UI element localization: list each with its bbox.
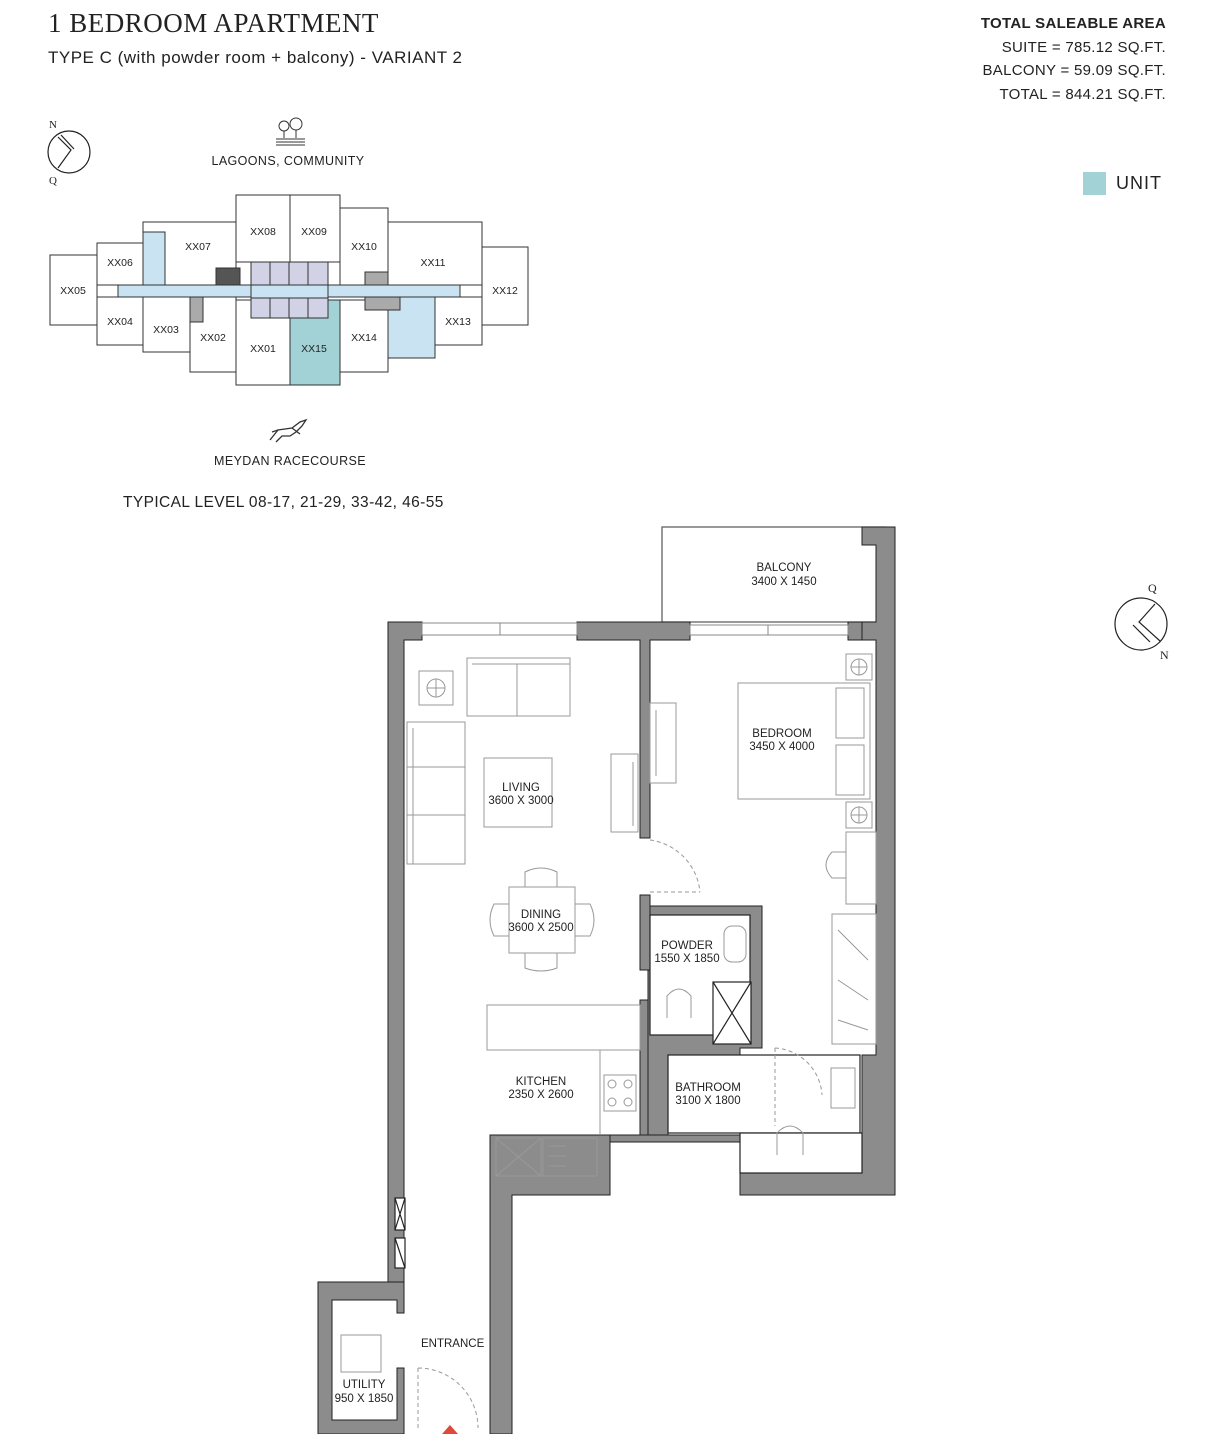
bath-basin-icon [830,1067,856,1109]
fridge-icon [495,1137,542,1177]
bathroom-room [667,1054,861,1134]
key-plan [49,194,529,386]
kitchen-island [486,1004,641,1051]
key-plan-compass-icon: N Q [47,119,91,187]
compass-q-label: Q [49,175,57,187]
desk [845,831,877,905]
sink-icon [542,1137,598,1177]
unit-label: XX12 [492,285,518,297]
wardrobe-side [649,702,677,784]
balcony-area: BALCONY = 59.09 SQ.FT. [982,62,1166,79]
entrance-arrow-icon [442,1425,458,1434]
lagoons-view-label: LAGOONS, COMMUNITY [211,154,364,168]
unit-label: XX11 [421,257,446,269]
plant-icon [418,670,454,706]
unit-label: XX13 [445,316,471,328]
powder-size: 1550 X 1850 [654,953,719,965]
living-size: 3600 X 3000 [488,795,553,807]
unit-xx11 [387,221,483,286]
unit-legend: UNIT [1083,172,1162,195]
unit-xx05 [49,254,98,326]
unit-xx12 [481,246,529,326]
nightstand-lamp-icon [845,653,873,681]
dining-chairs [489,867,595,972]
trees-lagoon-icon [276,117,305,146]
wardrobe [831,913,877,1045]
total-area: TOTAL = 844.21 SQ.FT. [999,85,1166,103]
unit-label: XX10 [351,241,377,253]
bedroom-door-swing [649,839,701,893]
unit-legend-label: UNIT [1116,173,1162,193]
bed [737,682,871,800]
kitchen-label: KITCHEN [516,1076,566,1088]
unit-label: XX04 [107,316,133,328]
bedroom-label: BEDROOM [752,728,811,740]
unit-label: XX02 [200,332,226,344]
key-plan-unit-labels: XX01 XX02 XX03 XX04 XX05 XX06 XX07 XX08 … [60,226,518,355]
furniture [340,653,877,1429]
living-label: LIVING [502,782,540,794]
horse-racecourse-icon [269,418,308,443]
unit-xx09 [289,194,341,263]
unit-type-subtitle: TYPE C (with powder room + balcony) - VA… [48,48,463,67]
floor-plan-compass-icon: Q N [1114,581,1169,662]
unit-xx04 [96,296,144,346]
saleable-area-summary: TOTAL SALEABLE AREA SUITE = 785.12 SQ.FT… [981,12,1166,106]
entrance-label: ENTRANCE [421,1338,485,1350]
compass-n-label: N [49,119,57,131]
utility-size: 950 X 1850 [335,1393,394,1405]
unit-label: XX06 [107,257,133,269]
unit-xx03 [142,296,191,353]
tv-unit [610,753,639,833]
windows [421,622,849,636]
dining-size: 3600 X 2500 [508,922,573,934]
balcony-size: 3400 X 1450 [751,576,816,588]
area-heading: TOTAL SALEABLE AREA [980,15,1166,32]
unit-label: XX14 [351,332,377,344]
bedroom-size: 3450 X 4000 [749,741,814,753]
basin-icon [723,925,747,963]
unit-label: XX01 [250,343,276,355]
toilet-icon [666,988,692,1018]
washer-icon [340,1334,382,1373]
unit-xx14 [339,299,389,373]
bathroom-label: BATHROOM [675,1082,741,1094]
typical-levels-label: TYPICAL LEVEL 08-17, 21-29, 33-42, 46-55 [123,494,444,511]
powder-label: POWDER [661,940,713,952]
sofa [406,721,466,865]
balcony-label: BALCONY [757,562,812,574]
floor-plan [317,526,896,1434]
dining-label: DINING [521,909,561,921]
racecourse-view-label: MEYDAN RACECOURSE [214,454,366,468]
armchairs [466,657,571,717]
unit-label: XX09 [301,226,327,238]
kitchen-size: 2350 X 2600 [508,1089,573,1101]
bathroom-size: 3100 X 1800 [675,1095,740,1107]
compass-n-label: N [1160,648,1169,662]
hob-icon [603,1074,637,1112]
nightstand-lamp-icon [845,801,873,829]
utility-label: UTILITY [343,1379,386,1391]
unit-label: XX08 [250,226,276,238]
page-title: 1 BEDROOM APARTMENT [48,8,379,38]
compass-q-label: Q [1148,581,1157,595]
room-labels: BALCONY 3400 X 1450 LIVING 3600 X 3000 B… [335,562,817,1405]
unit-label: XX07 [185,241,211,253]
unit-label: XX03 [153,324,179,336]
unit-xx13 [434,296,483,346]
unit-label: XX15 [301,343,327,355]
toilet-icon [776,1125,804,1155]
balcony-outline [661,526,887,623]
unit-label: XX05 [60,285,86,297]
unit-legend-swatch [1083,172,1106,195]
shower-door [774,1047,823,1126]
dining-table [508,886,576,954]
walls [317,526,896,1434]
entrance-door-swing [417,1367,479,1429]
unit-xx08 [235,194,291,263]
suite-area: SUITE = 785.12 SQ.FT. [1001,38,1166,56]
coffee-table [483,757,553,828]
